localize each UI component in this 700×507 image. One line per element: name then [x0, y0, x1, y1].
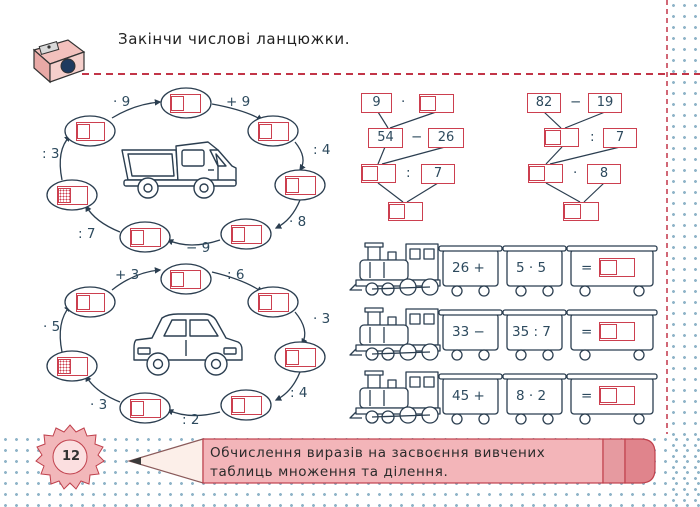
chain2-op: + 3	[115, 267, 140, 283]
tree2-result-box[interactable]	[563, 202, 599, 221]
wagon-expression: 5 · 5	[516, 260, 547, 276]
tree2-op: −	[570, 94, 582, 110]
chain1-answer-box[interactable]	[285, 176, 316, 195]
chain2-answer-box[interactable]	[258, 293, 289, 312]
train-answer-box[interactable]	[599, 258, 635, 277]
footer-line1: Обчислення виразів на засвоєння вивчених	[210, 445, 546, 461]
car-icon	[133, 313, 243, 376]
locomotive-icon	[349, 307, 441, 361]
footer-text: Обчислення виразів на засвоєння вивчених…	[210, 444, 545, 482]
wagon-expression: 45 +	[452, 388, 485, 404]
page-number: 12	[62, 449, 81, 464]
tree1-op: −	[411, 129, 423, 145]
chain2-answer-box[interactable]	[76, 293, 105, 312]
chain1-op: · 9	[113, 94, 131, 110]
wagon-expression: 26 +	[452, 260, 485, 276]
chain2-op: : 2	[182, 412, 200, 428]
tree2-number: 82	[527, 93, 561, 113]
chain1-answer-box[interactable]	[258, 122, 289, 141]
chain2-answer-box[interactable]	[170, 270, 201, 289]
chain2-op: · 5	[43, 319, 61, 335]
chain1-op: + 9	[226, 94, 251, 110]
tree1-op: ·	[401, 94, 406, 110]
pencil-sharpener-icon	[32, 39, 86, 84]
chain2-answer-box[interactable]	[285, 348, 316, 367]
dot-pattern-right	[668, 0, 700, 507]
chain2-start-box[interactable]	[57, 357, 88, 376]
locomotive-icon	[349, 242, 441, 296]
tree2-op: :	[590, 129, 595, 145]
chain2-answer-box[interactable]	[231, 396, 262, 415]
chain1-op: − 9	[186, 240, 211, 256]
tree1-answer-box[interactable]	[419, 94, 454, 113]
footer-line2: таблиць множення та ділення.	[210, 464, 449, 480]
wagon-equals: =	[581, 388, 593, 404]
wagon-equals: =	[581, 324, 593, 340]
tree2-op: ·	[573, 165, 578, 181]
wagon-expression: 33 −	[452, 324, 485, 340]
tree1-answer-box[interactable]	[361, 164, 396, 183]
tree1-result-box[interactable]	[388, 202, 423, 221]
chain2-op: : 4	[290, 385, 308, 401]
chain1-answer-box[interactable]	[76, 122, 105, 141]
chain2-op: : 6	[227, 267, 245, 283]
chain2-answer-box[interactable]	[130, 399, 161, 418]
train-answer-box[interactable]	[599, 386, 635, 405]
wagon-expression: 8 · 2	[516, 388, 547, 404]
chain1-answer-box[interactable]	[231, 225, 262, 244]
tree1-number: 26	[428, 128, 464, 148]
train-answer-box[interactable]	[599, 322, 635, 341]
chain1-answer-box[interactable]	[130, 228, 161, 247]
tree1-number: 9	[361, 93, 392, 113]
chain1-op: · 8	[289, 214, 307, 230]
tree2-answer-box[interactable]	[544, 128, 579, 147]
chain2-op: · 3	[313, 311, 331, 327]
wagon-equals: =	[581, 260, 593, 276]
tree1-op: :	[406, 165, 411, 181]
truck-icon	[121, 141, 237, 199]
wagon-expression: 35 : 7	[512, 324, 551, 340]
chain2-op: · 3	[90, 397, 108, 413]
tree1-number: 54	[368, 128, 403, 148]
tree2-number: 8	[587, 164, 621, 184]
tree1-number: 7	[421, 164, 455, 184]
task-title: Закінчи числові ланцюжки.	[118, 30, 351, 48]
locomotive-icon	[349, 370, 441, 424]
chain1-op: : 7	[78, 226, 96, 242]
chain1-answer-box[interactable]	[170, 94, 201, 113]
chain1-op: : 4	[313, 142, 331, 158]
chain1-op: : 3	[42, 146, 60, 162]
tree2-number: 19	[588, 93, 622, 113]
pencil-icon	[126, 438, 656, 484]
chain1-start-box[interactable]	[57, 186, 88, 205]
tree2-answer-box[interactable]	[528, 164, 563, 183]
page-badge-icon	[35, 424, 105, 490]
tree2-number: 7	[603, 128, 637, 148]
